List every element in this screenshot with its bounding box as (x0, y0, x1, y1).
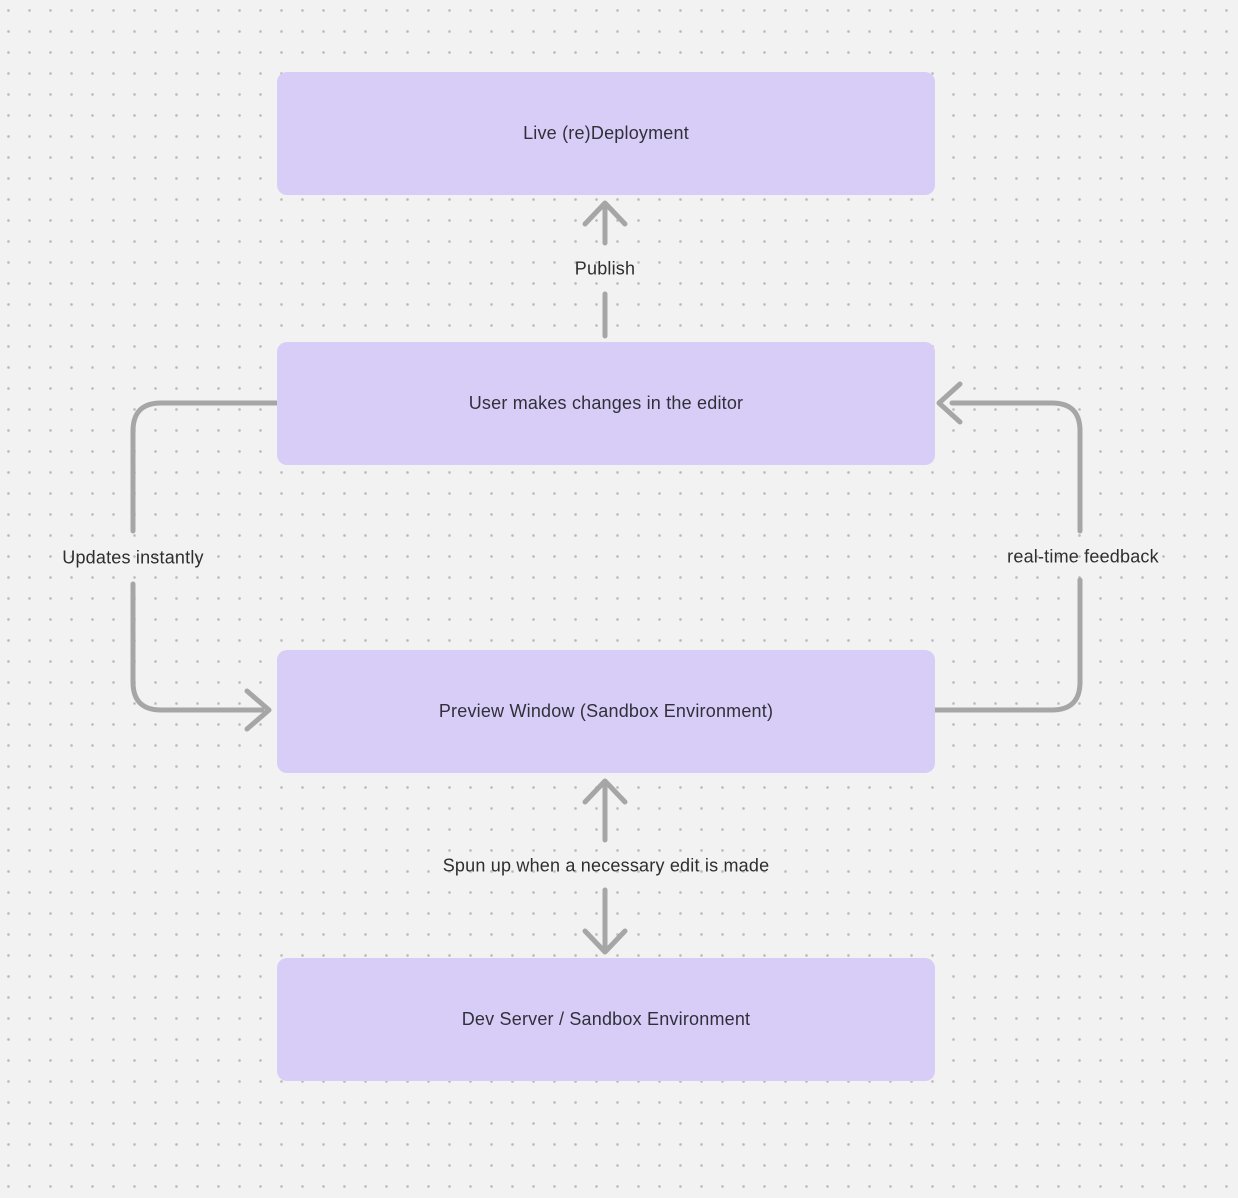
node-live-redeployment[interactable]: Live (re)Deployment (277, 72, 935, 195)
edge-updates-segment-bottom (130, 581, 265, 713)
edge-publish[interactable] (582, 200, 628, 339)
arrow-left-icon (936, 381, 963, 425)
node-label: Preview Window (Sandbox Environment) (438, 701, 774, 721)
edge-updates-instantly[interactable] (130, 400, 280, 732)
node-label: User makes changes in the editor (468, 393, 744, 413)
edge-spun-up[interactable] (582, 778, 628, 955)
node-label: Dev Server / Sandbox Environment (461, 1009, 751, 1029)
arrow-up-icon (582, 200, 628, 227)
arrow-down-icon (582, 928, 628, 955)
node-dev-server[interactable]: Dev Server / Sandbox Environment (277, 958, 935, 1081)
edge-label-spun-up: Spun up when a necessary edit is made (442, 855, 770, 876)
node-label: Live (re)Deployment (523, 123, 689, 143)
edge-label-updates-instantly: Updates instantly (62, 547, 204, 568)
edge-updates-segment-top (130, 400, 280, 534)
edge-label-realtime-feedback: real-time feedback (1007, 546, 1159, 567)
edge-realtime-segment-top (949, 400, 1083, 534)
edge-realtime-feedback[interactable] (932, 381, 1083, 713)
edge-realtime-segment-bottom (932, 577, 1083, 713)
arrow-up-icon (582, 778, 628, 805)
node-preview-window[interactable]: Preview Window (Sandbox Environment) (277, 650, 935, 773)
arrow-right-icon (244, 688, 272, 732)
node-user-changes[interactable]: User makes changes in the editor (277, 342, 935, 465)
edge-label-publish: Publish (574, 258, 636, 279)
